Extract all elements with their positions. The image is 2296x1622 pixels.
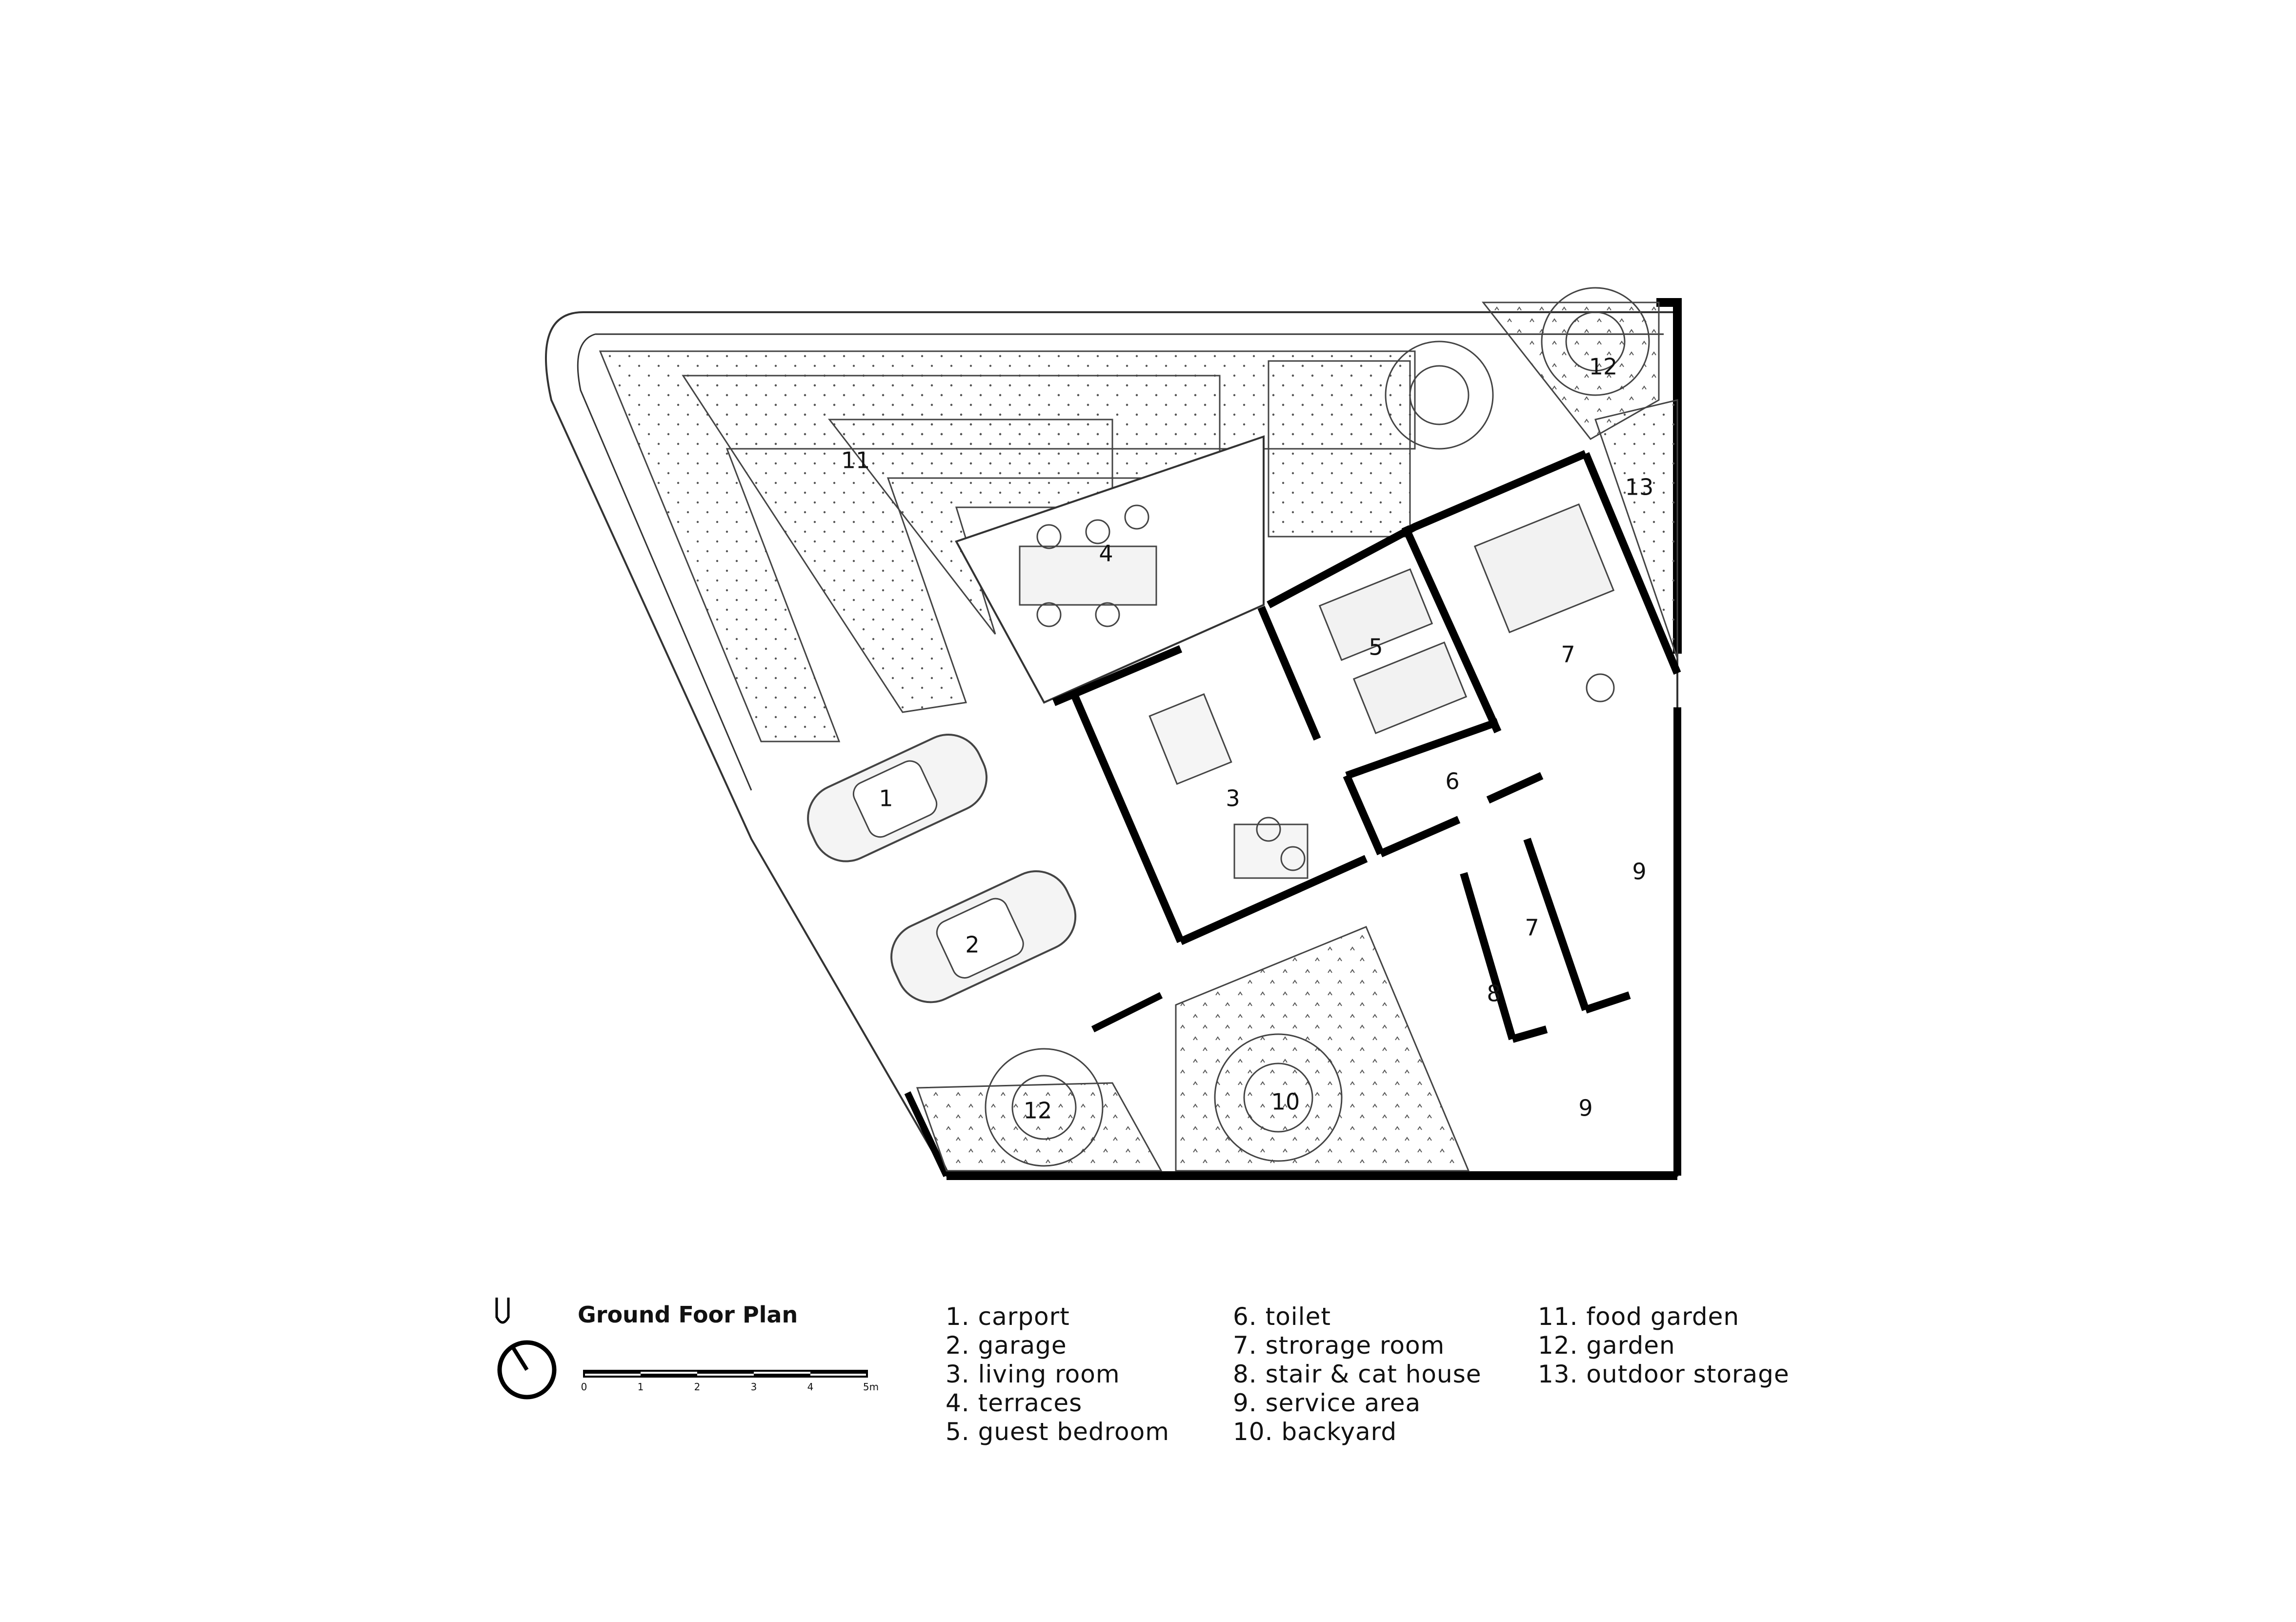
legend-item: 9. service area — [1233, 1389, 1421, 1417]
site-boundary — [545, 311, 1678, 1177]
room-label: 2 — [965, 932, 979, 958]
legend-item: 7. strorage room — [1233, 1331, 1445, 1360]
legend-item: 13. outdoor storage — [1538, 1360, 1790, 1388]
plan-title: Ground Foor Plan — [578, 1302, 798, 1328]
legend-item: 6. toilet — [1233, 1302, 1331, 1331]
room-label: 7 — [1525, 915, 1539, 941]
room-label: 13 — [1625, 474, 1654, 501]
beds — [1318, 503, 1615, 735]
legend-item: 5. guest bedroom — [946, 1418, 1169, 1446]
scale-label: 4 — [807, 1381, 814, 1393]
legend-column-1: 1. carport 2. garage 3. living room 4. t… — [946, 1302, 1169, 1446]
room-label: 10 — [1271, 1089, 1300, 1115]
legend-item: 8. stair & cat house — [1233, 1360, 1482, 1388]
living-room-walls — [1052, 605, 1368, 945]
room-label: 9 — [1632, 859, 1646, 885]
service-walls — [947, 298, 1682, 1180]
car-carport — [807, 733, 988, 862]
legend-item: 10. backyard — [1233, 1418, 1397, 1446]
room-label: 6 — [1445, 768, 1459, 795]
food-garden-beds — [599, 350, 1416, 742]
legend-item: 11. food garden — [1538, 1302, 1740, 1331]
legend-item: 2. garage — [946, 1331, 1067, 1360]
bedroom-walls — [1267, 450, 1681, 858]
scale-label: 5m — [863, 1381, 879, 1393]
room-label: 1 — [879, 785, 893, 812]
legend-column-2: 6. toilet 7. strorage room 8. stair & ca… — [1233, 1302, 1482, 1446]
room-label: 4 — [1099, 541, 1113, 567]
room-label: 7 — [1561, 641, 1575, 668]
room-label: 3 — [1226, 785, 1240, 812]
room-label: 8 — [1487, 981, 1501, 1007]
car-garage — [890, 870, 1077, 1003]
room-label: 12 — [1024, 1098, 1052, 1124]
backyard-lawn — [916, 301, 1678, 1172]
scale-label: 1 — [638, 1381, 644, 1393]
scale-label: 2 — [694, 1381, 701, 1393]
north-arrow-icon — [495, 1298, 557, 1400]
garage-walls — [904, 992, 1163, 1177]
legend-item: 12. garden — [1538, 1331, 1675, 1360]
room-label: 11 — [842, 447, 870, 474]
room-label: 5 — [1369, 634, 1383, 661]
scale-labels: 0 1 2 3 4 5m — [581, 1381, 879, 1393]
scale-bar — [583, 1370, 868, 1378]
legend-item: 1. carport — [946, 1302, 1070, 1331]
legend-column-3: 11. food garden 12. garden 13. outdoor s… — [1538, 1302, 1790, 1389]
scale-label: 0 — [581, 1381, 587, 1393]
terrace — [955, 435, 1265, 704]
scale-label: 3 — [751, 1381, 757, 1393]
room-label: 12 — [1589, 354, 1618, 380]
legend-item: 4. terraces — [946, 1389, 1083, 1417]
legend-item: 3. living room — [946, 1360, 1120, 1388]
trees — [985, 287, 1650, 1167]
living-room-furniture — [1148, 693, 1309, 879]
room-label: 9 — [1578, 1095, 1592, 1121]
